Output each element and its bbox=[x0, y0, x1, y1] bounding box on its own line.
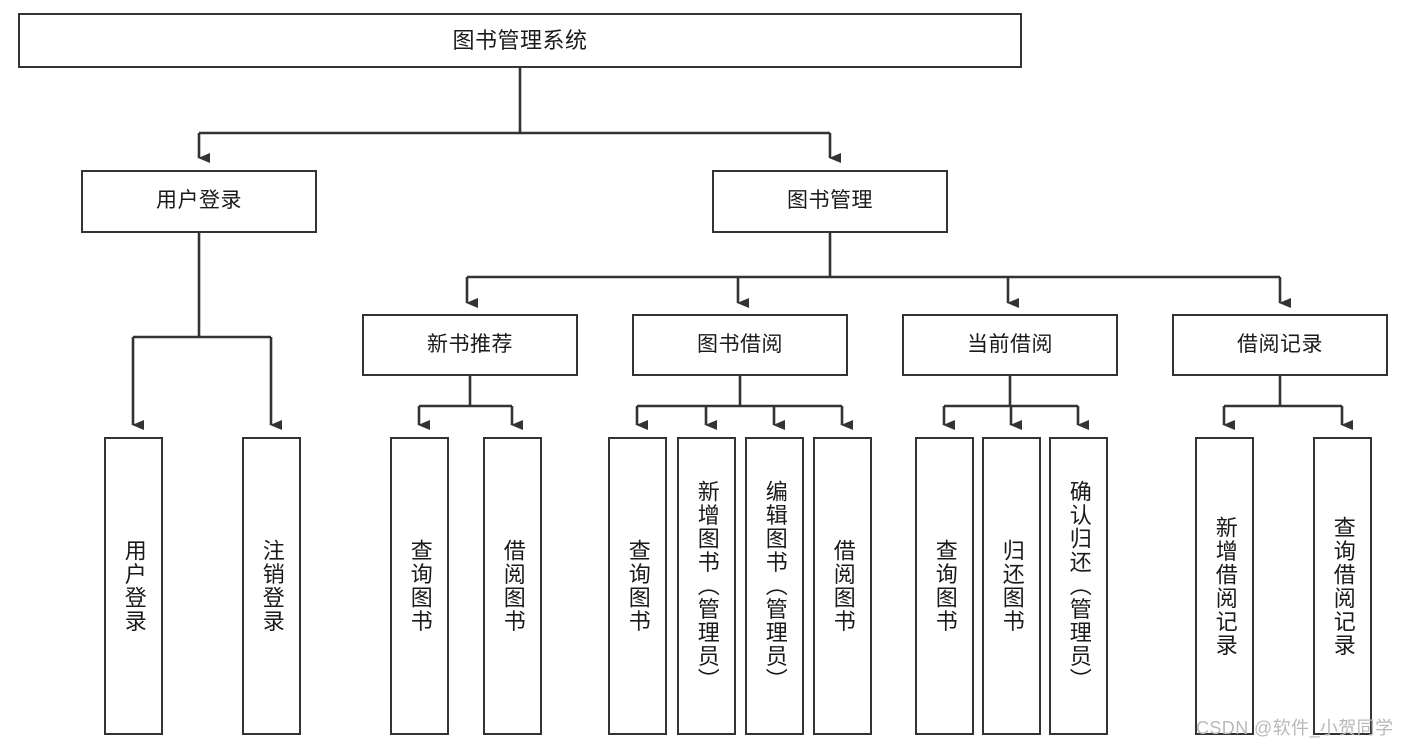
node-root[interactable]: 图书管理系统 bbox=[18, 13, 1022, 68]
leaf-label: 确认归还（管理员） bbox=[1066, 480, 1092, 692]
leaf-user-login-logout[interactable]: 注销登录 bbox=[242, 437, 301, 735]
leaf-label: 注销登录 bbox=[259, 539, 285, 633]
leaf-current-borrow-query[interactable]: 查询图书 bbox=[915, 437, 974, 735]
leaf-label: 归还图书 bbox=[999, 539, 1025, 633]
leaf-label: 新增借阅记录 bbox=[1212, 515, 1238, 657]
leaf-label: 借阅图书 bbox=[830, 539, 856, 633]
leaf-label: 查询图书 bbox=[407, 539, 433, 633]
node-book-borrow-label: 图书借阅 bbox=[697, 332, 783, 356]
leaf-user-login-login[interactable]: 用户登录 bbox=[104, 437, 163, 735]
leaf-label: 查询借阅记录 bbox=[1330, 515, 1356, 657]
node-new-book-recommend[interactable]: 新书推荐 bbox=[362, 314, 578, 376]
leaf-new-book-borrow[interactable]: 借阅图书 bbox=[483, 437, 542, 735]
leaf-label: 编辑图书（管理员） bbox=[762, 480, 788, 692]
node-book-management[interactable]: 图书管理 bbox=[712, 170, 948, 233]
node-user-login-label: 用户登录 bbox=[156, 189, 242, 213]
leaf-book-borrow-edit[interactable]: 编辑图书（管理员） bbox=[745, 437, 804, 735]
leaf-borrow-record-query[interactable]: 查询借阅记录 bbox=[1313, 437, 1372, 735]
node-current-borrow[interactable]: 当前借阅 bbox=[902, 314, 1118, 376]
node-current-borrow-label: 当前借阅 bbox=[967, 332, 1053, 356]
leaf-current-borrow-return[interactable]: 归还图书 bbox=[982, 437, 1041, 735]
leaf-label: 新增图书（管理员） bbox=[694, 480, 720, 692]
node-user-login[interactable]: 用户登录 bbox=[81, 170, 317, 233]
leaf-label: 查询图书 bbox=[625, 539, 651, 633]
leaf-label: 查询图书 bbox=[932, 539, 958, 633]
leaf-label: 借阅图书 bbox=[500, 539, 526, 633]
node-borrow-record-label: 借阅记录 bbox=[1237, 332, 1323, 356]
node-book-management-label: 图书管理 bbox=[787, 189, 873, 213]
node-book-borrow[interactable]: 图书借阅 bbox=[632, 314, 848, 376]
leaf-book-borrow-query[interactable]: 查询图书 bbox=[608, 437, 667, 735]
leaf-borrow-record-add[interactable]: 新增借阅记录 bbox=[1195, 437, 1254, 735]
leaf-current-borrow-confirm-return[interactable]: 确认归还（管理员） bbox=[1049, 437, 1108, 735]
leaf-book-borrow-add[interactable]: 新增图书（管理员） bbox=[677, 437, 736, 735]
leaf-book-borrow-borrow[interactable]: 借阅图书 bbox=[813, 437, 872, 735]
node-new-book-recommend-label: 新书推荐 bbox=[427, 332, 513, 356]
node-borrow-record[interactable]: 借阅记录 bbox=[1172, 314, 1388, 376]
leaf-label: 用户登录 bbox=[121, 539, 147, 633]
leaf-new-book-query[interactable]: 查询图书 bbox=[390, 437, 449, 735]
node-root-label: 图书管理系统 bbox=[452, 27, 588, 53]
